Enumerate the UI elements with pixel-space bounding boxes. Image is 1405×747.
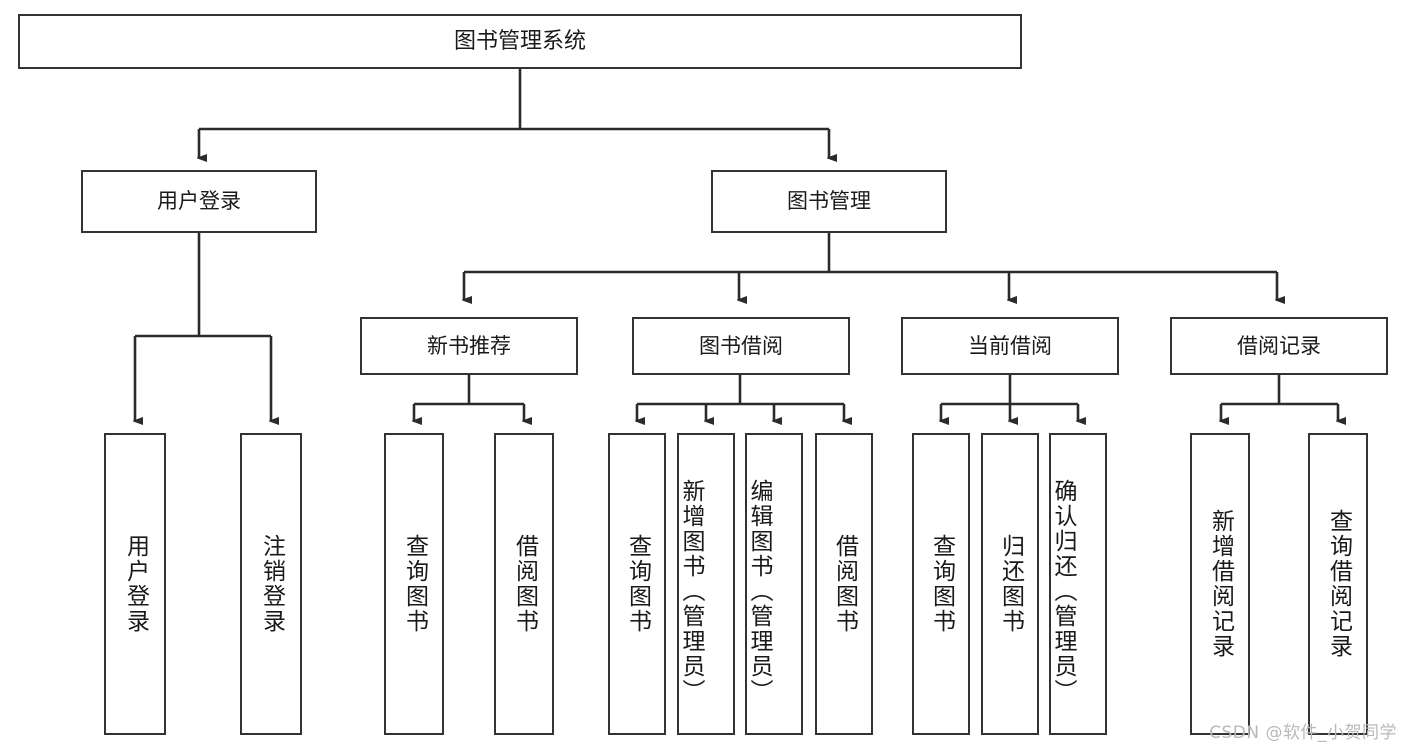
node-leaf-edit-book[interactable]: 编辑图书（管理员） bbox=[745, 433, 803, 735]
node-leaf-query-book-3[interactable]: 查询图书 bbox=[912, 433, 970, 735]
node-new-book-recommend[interactable]: 新书推荐 bbox=[360, 317, 578, 375]
node-leaf-query-book-1-label: 查询图书 bbox=[401, 534, 428, 634]
node-borrow-record-label: 借阅记录 bbox=[1237, 333, 1321, 358]
node-current-borrow-label: 当前借阅 bbox=[968, 333, 1052, 358]
node-leaf-return-book-label: 归还图书 bbox=[997, 534, 1024, 634]
node-book-borrow[interactable]: 图书借阅 bbox=[632, 317, 850, 375]
node-leaf-borrow-book-2[interactable]: 借阅图书 bbox=[815, 433, 873, 735]
node-leaf-user-login-label: 用户登录 bbox=[122, 534, 149, 634]
node-leaf-return-book[interactable]: 归还图书 bbox=[981, 433, 1039, 735]
watermark: CSDN @软件_小贺同学 bbox=[1209, 723, 1397, 743]
node-root-label: 图书管理系统 bbox=[453, 28, 586, 54]
node-book-manage-label: 图书管理 bbox=[787, 189, 871, 214]
node-leaf-confirm-return-label: 确认归还（管理员） bbox=[1050, 478, 1076, 704]
node-leaf-add-book[interactable]: 新增图书（管理员） bbox=[677, 433, 735, 735]
node-leaf-query-book-3-label: 查询图书 bbox=[928, 534, 955, 634]
node-root[interactable]: 图书管理系统 bbox=[18, 14, 1022, 69]
node-leaf-add-book-label: 新增图书（管理员） bbox=[678, 478, 704, 704]
node-leaf-user-logout-label: 注销登录 bbox=[258, 534, 285, 634]
node-leaf-borrow-book-2-label: 借阅图书 bbox=[831, 534, 858, 634]
node-leaf-edit-book-label: 编辑图书（管理员） bbox=[746, 478, 772, 704]
node-leaf-borrow-book-1-label: 借阅图书 bbox=[511, 534, 538, 634]
node-leaf-user-login[interactable]: 用户登录 bbox=[104, 433, 166, 735]
node-leaf-add-record-label: 新增借阅记录 bbox=[1207, 509, 1234, 659]
node-current-borrow[interactable]: 当前借阅 bbox=[901, 317, 1119, 375]
node-leaf-query-book-1[interactable]: 查询图书 bbox=[384, 433, 444, 735]
node-leaf-query-book-2[interactable]: 查询图书 bbox=[608, 433, 666, 735]
node-book-manage[interactable]: 图书管理 bbox=[711, 170, 947, 233]
node-user-login-label: 用户登录 bbox=[157, 189, 241, 214]
node-leaf-user-logout[interactable]: 注销登录 bbox=[240, 433, 302, 735]
node-leaf-add-record[interactable]: 新增借阅记录 bbox=[1190, 433, 1250, 735]
node-leaf-borrow-book-1[interactable]: 借阅图书 bbox=[494, 433, 554, 735]
node-leaf-query-record[interactable]: 查询借阅记录 bbox=[1308, 433, 1368, 735]
node-new-book-recommend-label: 新书推荐 bbox=[427, 333, 511, 358]
node-leaf-query-record-label: 查询借阅记录 bbox=[1325, 509, 1352, 659]
node-leaf-confirm-return[interactable]: 确认归还（管理员） bbox=[1049, 433, 1107, 735]
node-user-login[interactable]: 用户登录 bbox=[81, 170, 317, 233]
node-book-borrow-label: 图书借阅 bbox=[699, 333, 783, 358]
node-leaf-query-book-2-label: 查询图书 bbox=[624, 534, 651, 634]
node-borrow-record[interactable]: 借阅记录 bbox=[1170, 317, 1388, 375]
